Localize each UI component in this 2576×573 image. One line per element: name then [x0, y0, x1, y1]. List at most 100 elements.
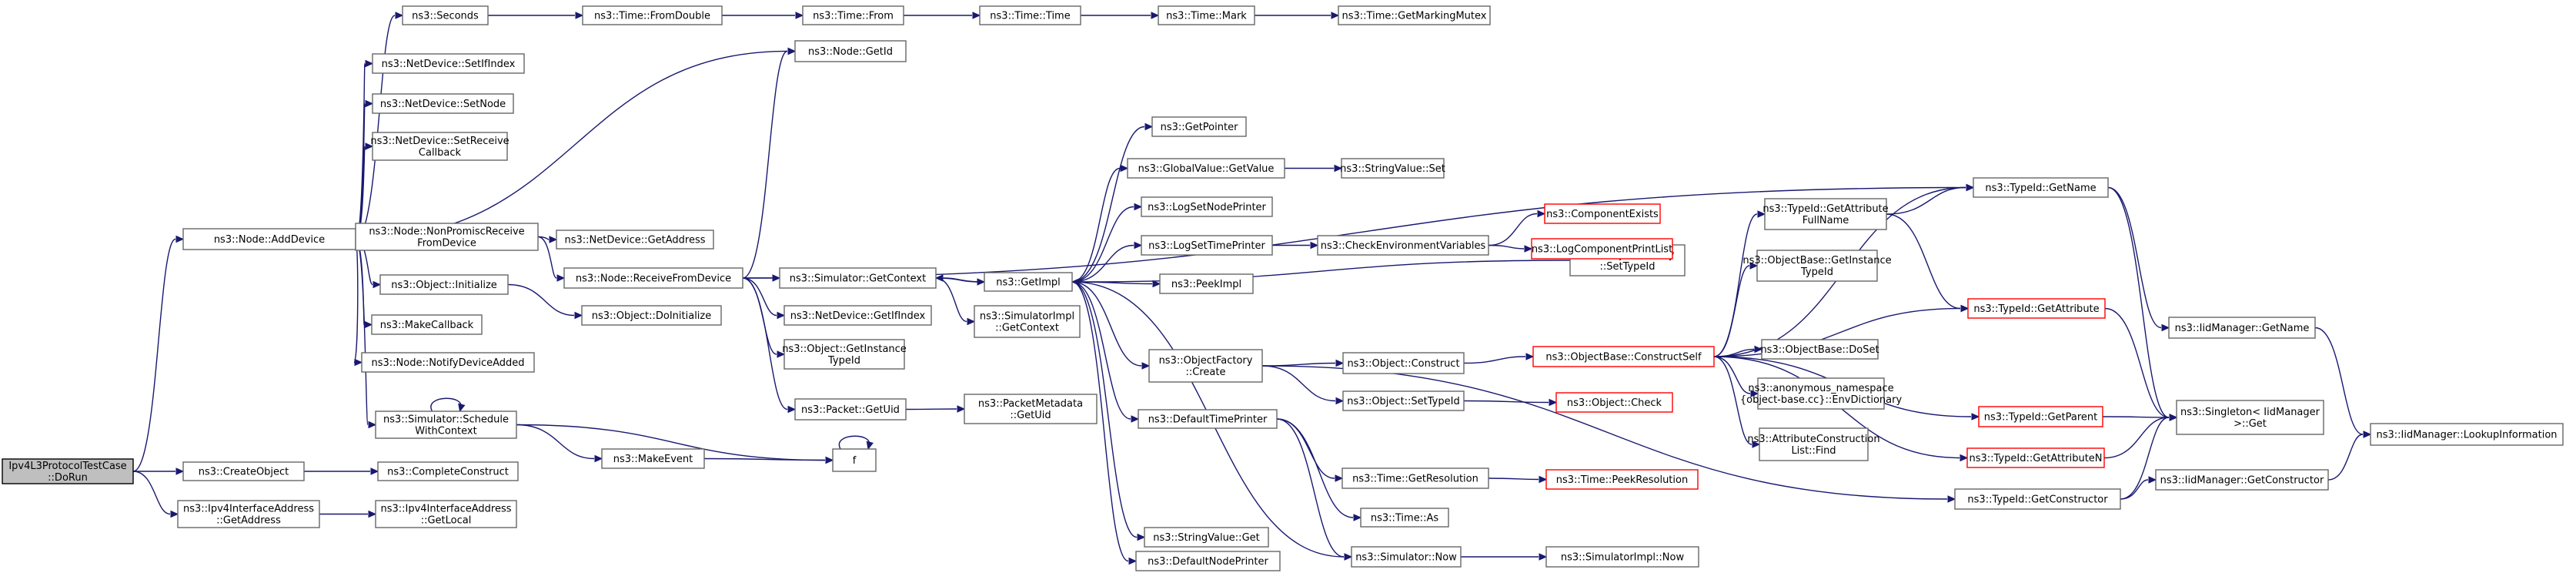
node-net-dev-get-address[interactable]: ns3::NetDevice::GetAddress	[556, 230, 714, 250]
node-label: ns3::Node::NotifyDeviceAdded	[371, 357, 524, 369]
node-sim-get-context[interactable]: ns3::Simulator::GetContext	[779, 267, 937, 289]
node-string-value-get[interactable]: ns3::StringValue::Get	[1144, 527, 1269, 548]
node-obj-base-construct-self[interactable]: ns3::ObjectBase::ConstructSelf	[1532, 346, 1715, 367]
node-add-device[interactable]: ns3::Node::AddDevice	[182, 228, 356, 250]
node-obj-set-type-id[interactable]: ns3::Object::SetTypeId	[1342, 390, 1465, 411]
node-time-get-marking-mutex[interactable]: ns3::Time::GetMarkingMutex	[1338, 5, 1491, 25]
node-ipv4if-get-local[interactable]: ns3::Ipv4InterfaceAddress::GetLocal	[375, 500, 517, 528]
node-obj-check[interactable]: ns3::Object::Check	[1555, 392, 1673, 413]
node-packet-get-uid[interactable]: ns3::Packet::GetUid	[794, 398, 907, 421]
node-singleton-get[interactable]: ns3::Singleton< IidManager>::Get	[2176, 400, 2324, 435]
node-do-initialize[interactable]: ns3::Object::DoInitialize	[581, 305, 722, 326]
edge-receiveFromDevice-to-packetGetUid	[742, 277, 797, 414]
node-box	[371, 314, 483, 335]
node-ipv4if-get-address[interactable]: ns3::Ipv4InterfaceAddress::GetAddress	[177, 500, 320, 528]
node-type-id-get-attribute-n[interactable]: ns3::TypeId::GetAttributeN	[1966, 447, 2105, 468]
node-box	[783, 339, 905, 370]
node-default-time-printer[interactable]: ns3::DefaultTimePrinter	[1138, 409, 1278, 429]
node-type-id-get-name[interactable]: ns3::TypeId::GetName	[1973, 177, 2109, 198]
edge-root-to-addDevice	[132, 235, 185, 472]
node-box	[1555, 392, 1673, 413]
node-create-object[interactable]: ns3::CreateObject	[182, 461, 305, 481]
edge-timeFrom-to-timeTime	[904, 12, 981, 19]
node-set-node[interactable]: ns3::NetDevice::SetNode	[372, 93, 514, 114]
node-box	[1360, 508, 1449, 528]
edge-nonPromisc-to-receiveFromDevice	[537, 236, 566, 282]
node-obj-initialize[interactable]: ns3::Object::Initialize	[379, 274, 509, 295]
node-get-pointer[interactable]: ns3::GetPointer	[1151, 116, 1247, 137]
node-make-callback[interactable]: ns3::MakeCallback	[371, 314, 483, 335]
node-time-time[interactable]: ns3::Time::Time	[979, 5, 1081, 25]
node-default-node-printer[interactable]: ns3::DefaultNodePrinter	[1135, 551, 1281, 571]
node-type-id-get-constructor[interactable]: ns3::TypeId::GetConstructor	[1954, 488, 2121, 510]
node-sim-impl-now[interactable]: ns3::SimulatorImpl::Now	[1545, 546, 1699, 568]
node-box	[581, 305, 722, 326]
edge-checkEnvVars-to-componentExists	[1488, 209, 1546, 246]
node-sim-now[interactable]: ns3::Simulator::Now	[1351, 546, 1462, 568]
node-make-event[interactable]: ns3::MakeEvent	[601, 448, 705, 469]
node-label: ns3::Node::AddDevice	[214, 234, 325, 246]
node-log-set-node-printer[interactable]: ns3::LogSetNodePrinter	[1141, 196, 1273, 217]
node-get-impl[interactable]: ns3::GetImpl	[984, 272, 1073, 292]
node-box	[355, 223, 539, 251]
node-receive-from-device[interactable]: ns3::Node::ReceiveFromDevice	[563, 267, 743, 289]
node-iid-manager-get-constructor[interactable]: ns3::IidManager::GetConstructor	[2155, 469, 2329, 491]
node-box	[1545, 469, 1699, 490]
edge-typeIdGetConstructor-to-iidManagerGetConstructor	[2120, 476, 2157, 500]
node-root[interactable]: Ipv4L3ProtocolTestCase::DoRun	[2, 458, 134, 484]
node-label: ns3::Time::As	[1371, 513, 1439, 524]
node-box	[1135, 551, 1281, 571]
node-notify-device-added[interactable]: ns3::Node::NotifyDeviceAdded	[361, 352, 535, 373]
node-set-if-index[interactable]: ns3::NetDevice::SetIfIndex	[372, 53, 525, 74]
node-f[interactable]: f	[832, 448, 877, 472]
node-box	[1148, 349, 1263, 383]
node-log-set-time-printer[interactable]: ns3::LogSetTimePrinter	[1141, 235, 1273, 256]
node-global-value-get-value[interactable]: ns3::GlobalValue::GetValue	[1127, 158, 1285, 179]
node-seconds[interactable]: ns3::Seconds	[402, 5, 489, 25]
node-type-id-get-attribute[interactable]: ns3::TypeId::GetAttribute	[1967, 298, 2106, 319]
node-iid-manager-lookup-information[interactable]: ns3::IidManager::LookupInformation	[2370, 423, 2564, 446]
node-check-env-vars[interactable]: ns3::CheckEnvironmentVariables	[1317, 235, 1489, 256]
node-time-as[interactable]: ns3::Time::As	[1360, 508, 1449, 528]
node-box	[979, 5, 1081, 25]
node-peek-impl[interactable]: ns3::PeekImpl	[1159, 273, 1254, 294]
node-time-get-resolution[interactable]: ns3::Time::GetResolution	[1341, 467, 1489, 489]
node-anon-env-dictionary[interactable]: ns3::anonymous_namespace{object-base.cc}…	[1740, 377, 1903, 410]
node-complete-construct[interactable]: ns3::CompleteConstruct	[377, 461, 519, 481]
node-type-id-get-parent[interactable]: ns3::TypeId::GetParent	[1978, 406, 2103, 427]
node-sim-impl-get-context[interactable]: ns3::SimulatorImpl::GetContext	[974, 305, 1081, 338]
node-label: ns3::Ipv4InterfaceAddress	[183, 504, 314, 515]
edge-getImpl-to-simGetContext	[934, 274, 985, 283]
node-label: ns3::anonymous_namespace	[1748, 383, 1893, 394]
node-time-from[interactable]: ns3::Time::From	[802, 5, 904, 25]
node-iid-manager-get-name[interactable]: ns3::IidManager::GetName	[2168, 317, 2316, 339]
node-obj-factory-create[interactable]: ns3::ObjectFactory::Create	[1148, 349, 1263, 383]
node-box	[1141, 235, 1273, 256]
node-net-dev-get-if-index[interactable]: ns3::NetDevice::GetIfIndex	[783, 305, 932, 326]
edge-scheduleWithContext-to-scheduleWithContext	[430, 397, 466, 413]
node-label: ns3::TypeId::GetConstructor	[1967, 494, 2108, 506]
node-time-peek-resolution[interactable]: ns3::Time::PeekResolution	[1545, 469, 1699, 490]
node-log-component-print-list[interactable]: ns3::LogComponentPrintList	[1531, 238, 1673, 260]
node-node-get-id[interactable]: ns3::Node::GetId	[794, 40, 907, 62]
node-box	[1531, 238, 1673, 260]
node-obj-base-do-set[interactable]: ns3::ObjectBase::DoSet	[1760, 339, 1879, 360]
node-box	[1158, 5, 1255, 25]
node-obj-construct[interactable]: ns3::Object::Construct	[1342, 352, 1465, 374]
node-component-exists[interactable]: ns3::ComponentExists	[1544, 203, 1661, 224]
node-time-from-double[interactable]: ns3::Time::FromDouble	[582, 5, 723, 25]
node-packet-metadata-get-uid[interactable]: ns3::PacketMetadata::GetUid	[964, 394, 1098, 424]
node-box	[1141, 196, 1273, 217]
node-time-mark[interactable]: ns3::Time::Mark	[1158, 5, 1255, 25]
node-string-value-set[interactable]: ns3::StringValue::Set	[1340, 158, 1445, 179]
node-label: ns3::ComponentExists	[1546, 209, 1659, 220]
edge-objFactoryCreate-to-objConstruct	[1261, 359, 1345, 367]
node-label: ns3::Time::Time	[990, 11, 1070, 22]
